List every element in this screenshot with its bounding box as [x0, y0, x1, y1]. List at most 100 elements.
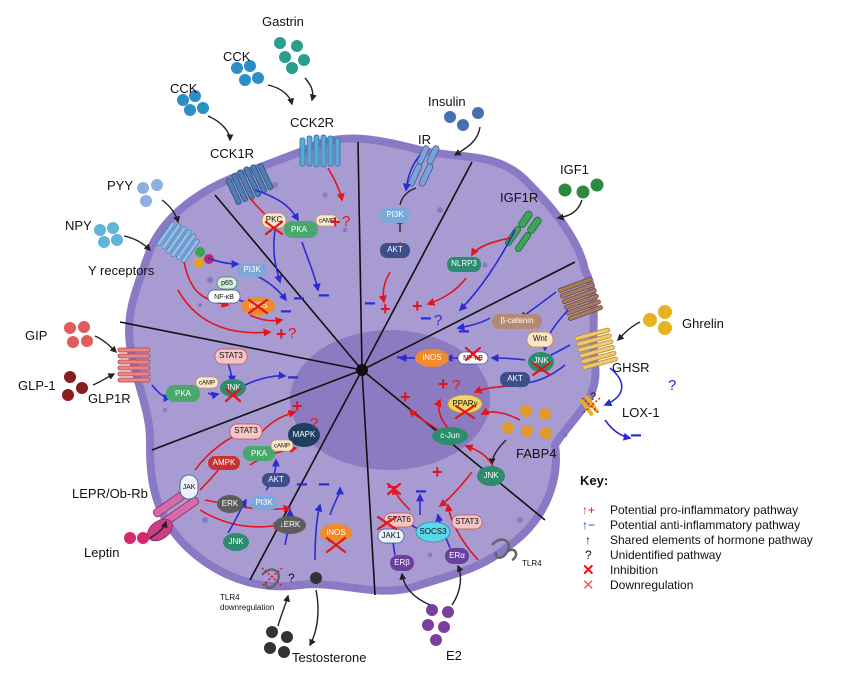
svg-text:+: +	[412, 296, 423, 316]
label-cck1r: CCK1R	[210, 146, 254, 161]
svg-text:ERK: ERK	[222, 499, 239, 508]
legend-item-shared: ↑ Shared elements of hormone pathway	[585, 533, 813, 547]
legend-label: Downregulation	[610, 578, 693, 592]
er-alpha-receptor	[445, 548, 469, 564]
label-lox1: LOX-1	[622, 405, 660, 420]
molecule-p65: p65	[216, 276, 238, 290]
label-era: ERα	[449, 551, 465, 560]
testosterone-molecules	[264, 572, 322, 658]
svg-text:PI3K: PI3K	[255, 498, 273, 507]
molecule-jnk-glp: JNK	[220, 379, 246, 397]
gip-molecules	[64, 321, 93, 348]
label-cck2r: CCK2R	[290, 115, 334, 130]
label-erb: ERβ	[394, 558, 410, 567]
legend-symbol: ✕	[582, 577, 595, 594]
legend-symbol: ↑+	[582, 503, 595, 517]
svg-text:PI3K: PI3K	[243, 265, 261, 274]
molecule-inos-gh: iNOS	[415, 349, 449, 367]
legend-item-inhibition: ✕ Inhibition	[582, 562, 658, 579]
label-cck-left: CCK	[170, 81, 198, 96]
label-glp1r: GLP1R	[88, 391, 131, 406]
svg-text:STAT3: STAT3	[234, 426, 258, 435]
label-igf1r: IGF1R	[500, 190, 538, 205]
svg-text:−: −	[318, 474, 330, 496]
legend-label: Potential pro-inflammatory pathway	[610, 503, 798, 517]
svg-text:p65: p65	[221, 280, 233, 287]
label-pyy: PYY	[107, 178, 133, 193]
molecule-jak1: JAK1	[377, 528, 405, 544]
label-gip: GIP	[25, 328, 47, 343]
svg-text:?: ?	[288, 325, 296, 342]
molecule-akt-lep: AKT	[262, 473, 290, 487]
npy-molecules	[94, 222, 123, 248]
svg-text:AMPK: AMPK	[213, 458, 236, 467]
molecule-jnk-lep: JNK	[223, 533, 249, 551]
binding-arrows	[92, 77, 641, 647]
y-receptor	[156, 221, 200, 264]
insulin-molecules	[444, 107, 484, 131]
molecule-wnt: Wnt	[526, 331, 554, 348]
legend-item-unidentified: ? Unidentified pathway	[585, 548, 721, 562]
svg-text:cAMP: cAMP	[319, 219, 335, 225]
ghrelin-molecules	[643, 305, 672, 335]
molecule-jnk-fabp: JNK	[477, 466, 505, 486]
glp1r-receptor	[117, 347, 151, 383]
svg-text:?: ?	[434, 312, 442, 329]
molecule-erk-lep: ERK	[217, 495, 243, 513]
legend-title: Key:	[580, 473, 608, 488]
svg-text:AKT: AKT	[268, 475, 284, 484]
label-ghrelin: Ghrelin	[682, 316, 724, 331]
svg-text:SOCS3: SOCS3	[419, 527, 447, 536]
svg-text:AKT: AKT	[507, 374, 523, 383]
svg-text:?: ?	[342, 213, 350, 230]
legend: Key: ↑+ Potential pro-inflammatory pathw…	[580, 473, 813, 594]
ghsr-receptor	[574, 327, 618, 370]
label-gastrin: Gastrin	[262, 14, 304, 29]
legend-item-downregulation: ✕ Downregulation	[582, 577, 693, 594]
cell-center	[356, 364, 368, 376]
svg-text:cAMP: cAMP	[199, 381, 215, 387]
svg-text:iNOS: iNOS	[326, 528, 345, 537]
svg-text:β-catenin: β-catenin	[500, 316, 533, 325]
molecule-ppar: PPARγ	[447, 394, 483, 414]
svg-text:+: +	[432, 462, 443, 482]
svg-text:JNK: JNK	[533, 356, 549, 365]
molecule-pi3k-lep: PI3K	[250, 496, 278, 510]
molecule-erk-t: ↓ERK	[274, 516, 306, 534]
svg-text:PI3K: PI3K	[386, 210, 404, 219]
molecule-beta-catenin: β-catenin	[492, 314, 542, 329]
cck-molecules-left	[177, 90, 209, 116]
svg-text:PKA: PKA	[251, 449, 268, 458]
svg-text:?: ?	[452, 377, 460, 394]
cck1r-receptor	[225, 163, 274, 205]
svg-text:−: −	[364, 293, 376, 315]
svg-text:NLRP3: NLRP3	[451, 259, 477, 268]
molecule-cjun: c-Jun	[432, 427, 468, 445]
svg-text:?: ?	[288, 571, 295, 585]
tlr4-receptor	[491, 538, 518, 562]
svg-text:Wnt: Wnt	[533, 334, 548, 343]
svg-text:PPARγ: PPARγ	[452, 399, 477, 408]
svg-text:−: −	[420, 308, 432, 330]
svg-text:−: −	[287, 367, 299, 389]
label-y-receptors: Y receptors	[88, 263, 155, 278]
pyy-molecules	[137, 179, 163, 207]
svg-text:−: −	[280, 301, 292, 323]
svg-text:JNK: JNK	[483, 471, 499, 480]
legend-label: Inhibition	[610, 563, 658, 577]
gastrin-molecules	[274, 37, 310, 74]
svg-text:?: ?	[668, 377, 676, 394]
svg-text:+: +	[380, 299, 391, 319]
svg-text:NF-κB: NF-κB	[463, 355, 483, 362]
er-beta-receptor	[390, 555, 414, 571]
svg-text:STAT3: STAT3	[219, 351, 243, 360]
svg-text:−: −	[293, 288, 305, 310]
svg-text:JNK: JNK	[225, 383, 241, 392]
ir-receptor	[407, 145, 440, 187]
svg-text:STAT3: STAT3	[455, 517, 479, 526]
e2-molecules	[422, 604, 454, 646]
svg-text:−: −	[630, 425, 642, 447]
label-ir: IR	[418, 132, 431, 147]
cck2r-receptor	[299, 134, 341, 168]
